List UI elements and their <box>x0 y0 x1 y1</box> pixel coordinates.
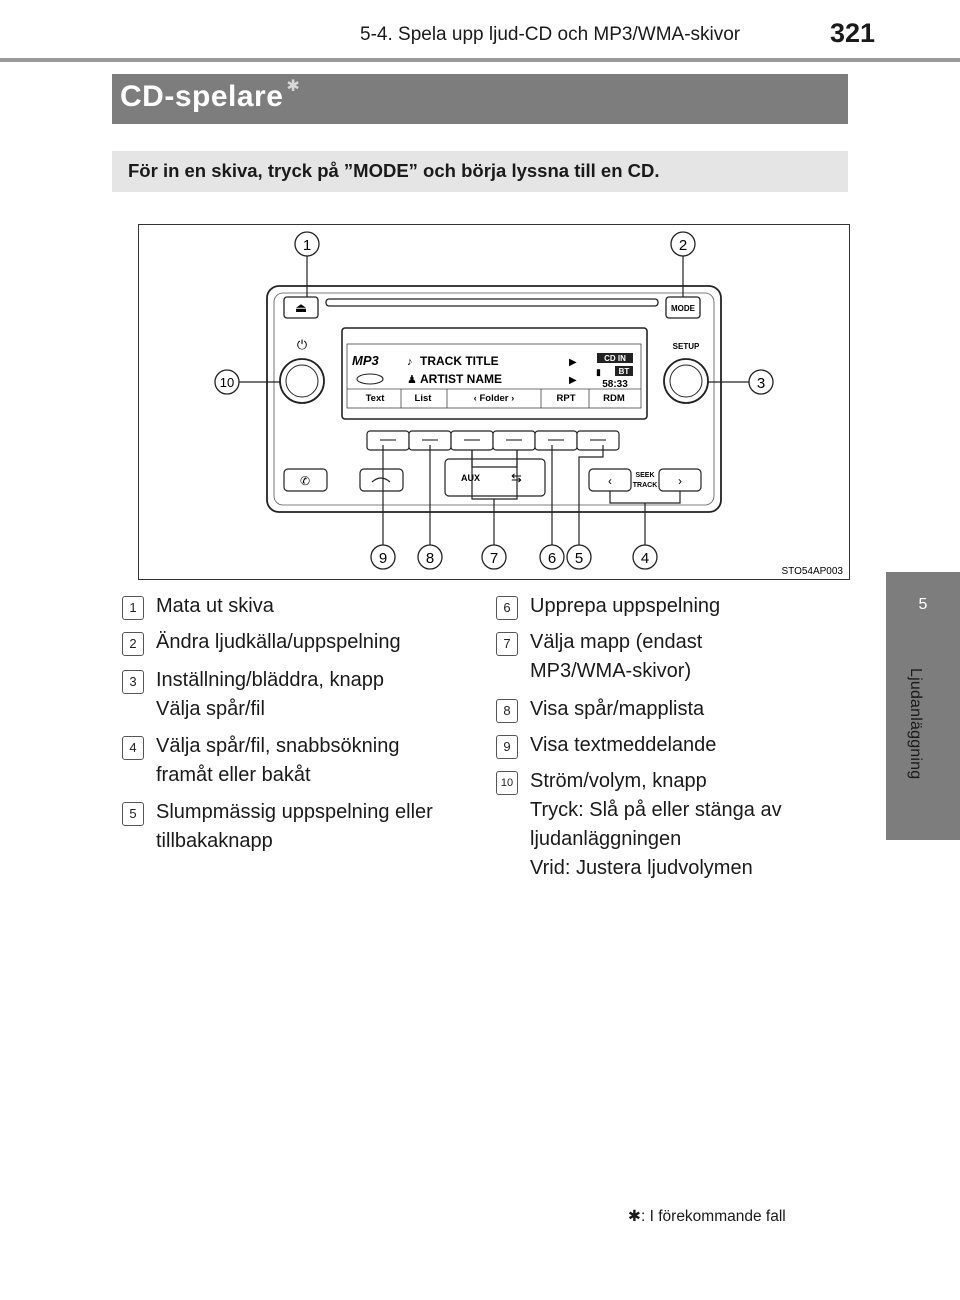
availability-mark: ✱ <box>286 78 301 95</box>
display-screen <box>346 343 642 409</box>
phone-button <box>283 468 328 492</box>
legend-text-line: Mata ut skiva <box>156 595 274 617</box>
time-label: 58:33 <box>602 379 628 390</box>
intro-text: För in en skiva, tryck på ”MODE” och bör… <box>128 160 660 181</box>
aux-label: AUX <box>461 473 480 483</box>
setup-knob-inner <box>669 364 703 398</box>
softkey-folder-label: ‹ Folder › <box>474 393 515 404</box>
callout-markers: 1 2 3 4 5 6 7 8 9 10 <box>214 231 774 570</box>
hang-up-icon <box>371 477 391 483</box>
legend-text-line: Tryck: Slå på eller stänga av <box>530 799 782 821</box>
section-title: CD-spelare✱ <box>120 78 301 114</box>
callout-1: 1 <box>303 237 311 254</box>
legend-text-line: Inställning/bläddra, knapp <box>156 669 384 691</box>
aux-usb-panel <box>444 458 546 497</box>
legend-text-line: Ström/volym, knapp <box>530 770 707 792</box>
chevron-left-icon: ‹ <box>608 474 612 488</box>
chapter-number: 5 <box>918 596 928 613</box>
callout-7: 7 <box>490 550 498 567</box>
footnote-text: : I förekommande fall <box>641 1208 786 1225</box>
person-icon: ♟ <box>407 374 417 386</box>
note-icon: ♪ <box>407 356 413 368</box>
phone-icon: ✆ <box>300 474 310 488</box>
figure-code: STO54AP003 <box>781 566 843 577</box>
legend-text-line: Välja spår/fil, snabbsökning <box>156 735 400 757</box>
legend-text-line: Ändra ljudkälla/uppspelning <box>156 631 401 653</box>
signal-icon: ▮ <box>596 367 601 377</box>
header-divider <box>0 58 960 62</box>
legend-text-line: tillbakaknapp <box>156 830 273 852</box>
artist-name-label: ARTIST NAME <box>420 372 502 386</box>
callout-9: 9 <box>379 550 387 567</box>
power-volume-knob-inner <box>285 364 319 398</box>
cd-in-label: CD IN <box>604 354 626 363</box>
legend-text-line: Välja mapp (endast <box>530 631 703 653</box>
disc-slot <box>325 298 659 307</box>
legend-number: 6 <box>496 596 518 620</box>
cd-in-badge <box>597 353 633 363</box>
legend-number: 3 <box>122 670 144 694</box>
chevron-right-icon: › <box>678 474 682 488</box>
section-title-text: CD-spelare <box>120 80 284 113</box>
footnote-mark: ✱ <box>628 1208 641 1225</box>
callout-5: 5 <box>575 550 583 567</box>
legend-text-line: Visa spår/mapplista <box>530 698 705 720</box>
legend-text-line: Slumpmässig uppspelning eller <box>156 801 433 823</box>
disc-icon <box>356 373 384 385</box>
eject-icon: ⏏ <box>295 300 307 315</box>
cd-player-figure: ⏏ MODE ⏻ SETUP MP3 ♪ TRACK TITLE ▶ ♟ ART… <box>138 224 850 580</box>
eject-button <box>283 296 319 319</box>
page-number: 321 <box>830 18 876 48</box>
preset-buttons <box>366 430 620 451</box>
legend-number: 4 <box>122 736 144 760</box>
softkey-text-label: Text <box>366 393 386 404</box>
callout-6: 6 <box>548 550 556 567</box>
setup-label: SETUP <box>673 342 700 351</box>
track-arrow-icon: ▶ <box>569 357 577 368</box>
softkey-list-label: List <box>415 393 433 404</box>
section-title-bar <box>112 74 848 124</box>
track-label: TRACK <box>633 482 658 489</box>
legend-text-line: Upprepa uppspelning <box>530 595 721 617</box>
power-icon: ⏻ <box>297 337 307 352</box>
legend-text-line: Visa textmeddelande <box>530 734 717 756</box>
callout-2: 2 <box>679 237 687 254</box>
callout-3: 3 <box>757 375 765 392</box>
legend-number: 5 <box>122 802 144 826</box>
hang-up-button <box>359 468 404 492</box>
legend-number: 9 <box>496 735 518 759</box>
legend-text-line: MP3/WMA-skivor) <box>530 660 692 682</box>
legend-number: 7 <box>496 632 518 656</box>
seek-label: SEEK <box>635 472 654 479</box>
header-section-title: 5-4. Spela upp ljud-CD och MP3/WMA-skivo… <box>360 24 741 45</box>
display-softkeys: Text List ‹ Folder › RPT RDM <box>366 389 625 408</box>
softkey-rpt-label: RPT <box>557 393 576 404</box>
legend-text-line: framåt eller bakåt <box>156 764 311 786</box>
legend-number: 1 <box>122 596 144 620</box>
cd-player-illustration: ⏏ MODE ⏻ SETUP MP3 ♪ TRACK TITLE ▶ ♟ ART… <box>214 231 843 577</box>
callout-10: 10 <box>220 375 234 390</box>
legend-text-line: Välja spår/fil <box>156 698 265 720</box>
bt-label: BT <box>619 367 630 376</box>
legend-text-line: ljudanläggningen <box>530 828 682 850</box>
artist-arrow-icon: ▶ <box>569 375 577 386</box>
chapter-label: Ljudanläggning <box>907 668 924 780</box>
callout-4: 4 <box>641 550 649 567</box>
legend-text-line: Vrid: Justera ljudvolymen <box>530 857 753 879</box>
softkey-rdm-label: RDM <box>603 393 625 404</box>
bt-badge <box>615 366 633 376</box>
track-title-label: TRACK TITLE <box>420 354 499 368</box>
footnote: ✱: I förekommande fall <box>628 1207 786 1226</box>
chapter-side-tab <box>886 572 960 840</box>
callout-leader-lines <box>239 256 749 545</box>
legend-number: 10 <box>496 771 518 795</box>
callout-8: 8 <box>426 550 434 567</box>
legend-number: 8 <box>496 699 518 723</box>
intro-box <box>112 151 848 192</box>
mp3-format-label: MP3 <box>352 353 380 368</box>
legend-number: 2 <box>122 632 144 656</box>
mode-label: MODE <box>671 304 696 313</box>
